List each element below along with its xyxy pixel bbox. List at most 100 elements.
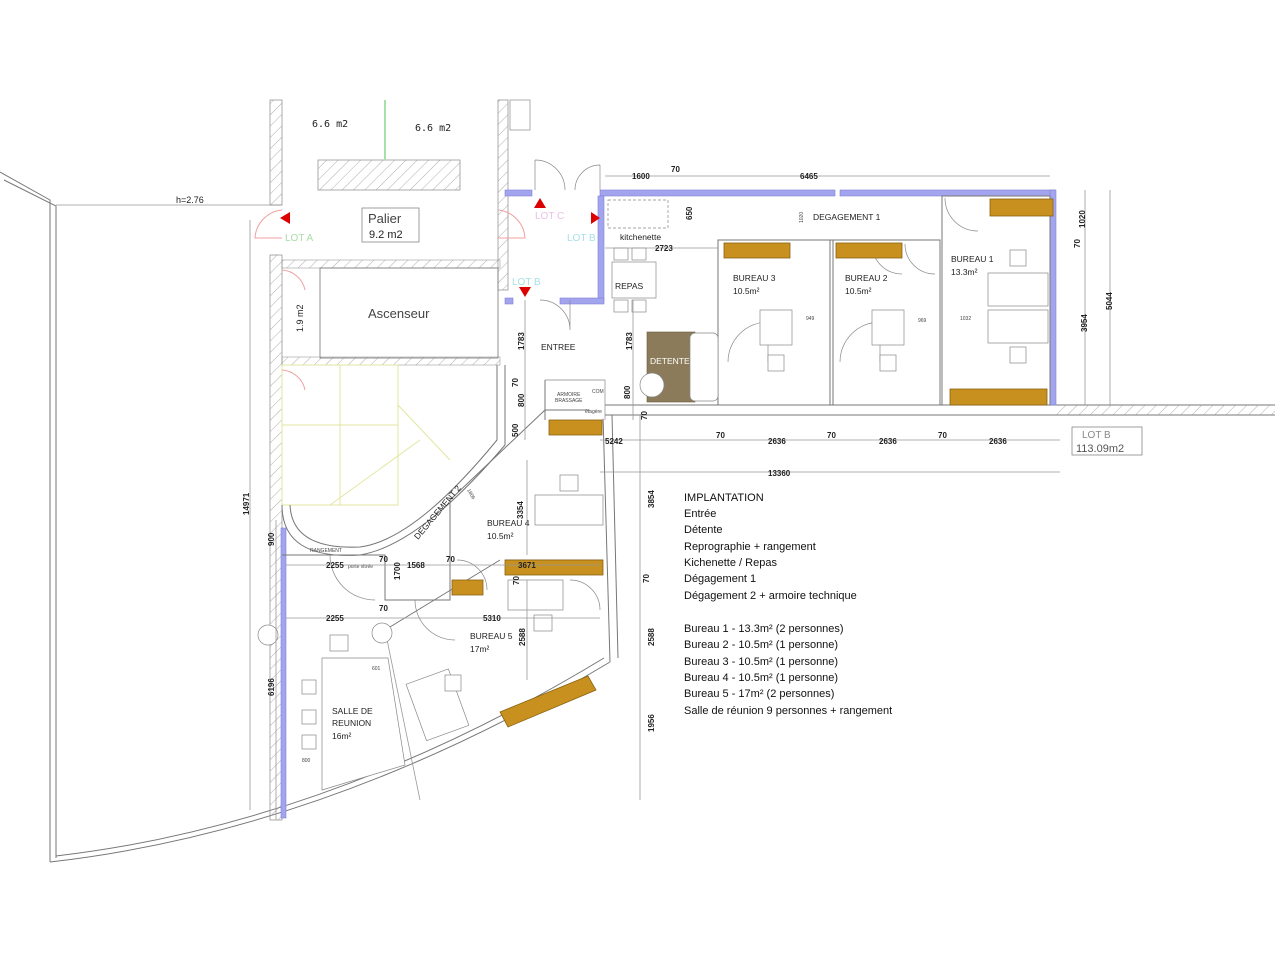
elevator-label: Ascenseur bbox=[368, 306, 430, 321]
room-repas: REPAS bbox=[615, 281, 644, 291]
dimension-label: 70 bbox=[379, 555, 388, 564]
armoire-line1: ARMOIRE bbox=[557, 392, 581, 398]
lot-markers: LOT A LOT C LOT B LOT B bbox=[280, 198, 600, 297]
legend-item: Dégagement 1 bbox=[684, 573, 756, 585]
furniture bbox=[257, 199, 1049, 791]
legend-office: Bureau 3 - 10.5m² (1 personne) bbox=[684, 656, 838, 668]
dimension-label: 1783 bbox=[517, 332, 526, 350]
bureau-5-name: BUREAU 5 bbox=[470, 631, 513, 641]
dimension-label: 1783 bbox=[625, 332, 634, 350]
dimension-label: 70 bbox=[512, 576, 521, 585]
legend-item: Reprographie + rangement bbox=[684, 541, 816, 553]
lot-arrow-icon bbox=[519, 287, 531, 297]
dimension-label: 1806 bbox=[465, 488, 476, 501]
dimension-label: 2255 bbox=[326, 614, 344, 623]
dimension-label: 949 bbox=[806, 316, 815, 322]
dimension-label: 800 bbox=[623, 385, 632, 399]
porte-vitree-label: porte vitrée bbox=[348, 564, 373, 570]
dimension-label: 2255 bbox=[326, 561, 344, 570]
dimension-label: 70 bbox=[642, 574, 651, 583]
dimension-label: 969 bbox=[918, 318, 927, 324]
reunion-line1: SALLE DE bbox=[332, 706, 373, 716]
bureau-2-area: 10.5m² bbox=[845, 286, 872, 296]
dimension-label: 70 bbox=[716, 431, 725, 440]
lot-arrow-icon bbox=[280, 212, 290, 224]
dimension-label: 1956 bbox=[647, 714, 656, 732]
bureau-4-name: BUREAU 4 bbox=[487, 518, 530, 528]
lot-b-summary: LOT B 113.09m2 bbox=[1071, 426, 1143, 456]
dimension-label: 1700 bbox=[393, 562, 402, 580]
dimension-label: 1020 bbox=[799, 212, 805, 223]
dimension-label: 1020 bbox=[1078, 210, 1087, 228]
lot-b-label: LOT B bbox=[512, 277, 541, 288]
ceiling-height: h=2.76 bbox=[176, 195, 204, 205]
dimension-label: 70 bbox=[827, 431, 836, 440]
doors bbox=[254, 159, 979, 641]
room-detente: DETENTE bbox=[650, 356, 690, 366]
area-left: 6.6 m2 bbox=[312, 119, 348, 130]
dimension-label: 3954 bbox=[1080, 314, 1089, 332]
dimension-label: 70 bbox=[640, 411, 649, 420]
legend-title: IMPLANTATION bbox=[684, 492, 764, 504]
room-kitchenette: kitchenette bbox=[620, 232, 661, 242]
dimension-label: 2636 bbox=[768, 437, 786, 446]
legend-office: Salle de réunion 9 personnes + rangement bbox=[684, 705, 892, 717]
common-area-labels: 6.6 m2 6.6 m2 Palier 9.2 m2 Ascenseur 1.… bbox=[176, 119, 499, 359]
dimension-label: 500 bbox=[511, 423, 520, 437]
dimension-label: 6465 bbox=[800, 172, 818, 181]
dimension-label: 3354 bbox=[516, 501, 525, 519]
legend-office: Bureau 5 - 17m² (2 personnes) bbox=[684, 688, 834, 700]
lot-arrow-icon bbox=[534, 198, 546, 208]
dimension-label: 2636 bbox=[879, 437, 897, 446]
implantation-legend: IMPLANTATION Entrée Détente Reprographie… bbox=[684, 492, 892, 717]
dimension-label: 800 bbox=[517, 393, 526, 407]
dimension-label: 70 bbox=[446, 555, 455, 564]
bureau-4-area: 10.5m² bbox=[487, 531, 514, 541]
dimension-label: 13360 bbox=[768, 469, 791, 478]
bureau-1-name: BUREAU 1 bbox=[951, 254, 994, 264]
lot-arrow-icon bbox=[591, 212, 600, 224]
dimension-label: 1600 bbox=[632, 172, 650, 181]
rangement-label: RANGEMENT bbox=[310, 548, 342, 554]
armoire-line2: BRASSAGE bbox=[555, 398, 583, 404]
area-right: 6.6 m2 bbox=[415, 123, 451, 134]
room-degagement-2: DEGAGEMENT 2 bbox=[412, 483, 463, 541]
lot-b-name: LOT B bbox=[1082, 430, 1111, 441]
storage-cabinets bbox=[451, 198, 1054, 728]
dimension-label: 650 bbox=[685, 206, 694, 220]
dimension-label: 2636 bbox=[989, 437, 1007, 446]
dimension-label: 601 bbox=[372, 666, 381, 672]
room-labels: ENTREE REPAS kitchenette DETENTE DEGAGEM… bbox=[310, 212, 994, 741]
dimension-lines bbox=[249, 175, 1111, 820]
legend-office: Bureau 1 - 13.3m² (2 personnes) bbox=[684, 623, 844, 635]
dimension-label: 3854 bbox=[647, 490, 656, 508]
legend-item: Dégagement 2 + armoire technique bbox=[684, 590, 857, 602]
bureau-1-area: 13.3m² bbox=[951, 267, 978, 277]
dimension-label: 900 bbox=[267, 532, 276, 546]
lot-b-area: 113.09m2 bbox=[1076, 443, 1124, 455]
dimension-label: 5044 bbox=[1105, 292, 1114, 310]
lot-b-label-2: LOT B bbox=[567, 233, 596, 244]
etagere-label: étagère bbox=[585, 409, 602, 415]
dimension-label: 2588 bbox=[647, 628, 656, 646]
bureau-3-area: 10.5m² bbox=[733, 286, 760, 296]
bureau-2-name: BUREAU 2 bbox=[845, 273, 888, 283]
dimension-label: 1568 bbox=[407, 561, 425, 570]
dimension-label: 70 bbox=[511, 378, 520, 387]
room-degagement-1: DEGAGEMENT 1 bbox=[813, 212, 881, 222]
dimension-label: 2588 bbox=[518, 628, 527, 646]
dimension-label: 5310 bbox=[483, 614, 501, 623]
palier-area: 9.2 m2 bbox=[369, 229, 403, 241]
dimension-label: 5242 bbox=[605, 437, 623, 446]
legend-office: Bureau 2 - 10.5m² (1 personne) bbox=[684, 639, 838, 651]
legend-item: Entrée bbox=[684, 508, 716, 520]
palier-name: Palier bbox=[368, 211, 402, 226]
dimension-label: 14971 bbox=[242, 492, 251, 515]
small-area: 1.9 m2 bbox=[295, 304, 305, 332]
reunion-area: 16m² bbox=[332, 731, 352, 741]
dimension-label: 1032 bbox=[960, 316, 971, 322]
dimension-label: 70 bbox=[671, 165, 680, 174]
dimension-label: 6196 bbox=[267, 678, 276, 696]
bureau-3-name: BUREAU 3 bbox=[733, 273, 776, 283]
dimension-label: 70 bbox=[379, 604, 388, 613]
